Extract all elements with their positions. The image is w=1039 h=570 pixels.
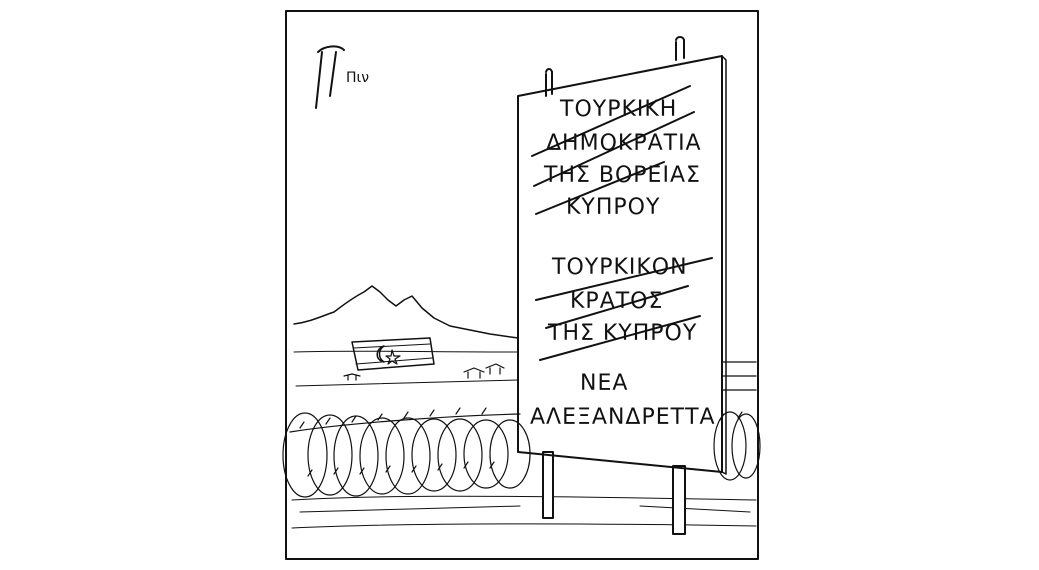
sign-line-3-2: ΑΛΕΞΑΝΔΡΕΤΤΑ xyxy=(530,405,716,430)
panel-frame xyxy=(285,10,759,560)
sign-block-3: ΝΕΑ ΑΛΕΞΑΝΔΡΕΤΤΑ xyxy=(530,371,716,430)
sign-line-2-2: ΚΡΑΤΟΣ xyxy=(570,289,663,314)
sign-line-3-1: ΝΕΑ xyxy=(580,371,628,396)
ground xyxy=(291,495,757,529)
sign-board xyxy=(517,55,727,475)
strike-lines-block-2 xyxy=(535,257,713,361)
mountains xyxy=(293,285,519,339)
strike-lines-block-1 xyxy=(531,85,695,215)
sign-line-1-2: ΔΗΜΟΚΡΑΤΙΑ xyxy=(546,131,702,156)
sign-line-2-3: ΤΗΣ ΚΥΠΡΟΥ xyxy=(547,321,697,346)
sign-line-1-3: ΤΗΣ ΒΟΡΕΙΑΣ xyxy=(543,163,701,188)
small-structures xyxy=(295,363,519,387)
hillside-flag xyxy=(351,337,435,371)
signature-text: Πιν xyxy=(346,70,369,86)
sign-posts xyxy=(542,36,686,535)
signature-mark: Πιν xyxy=(315,45,369,109)
sign-block-2: ΤΟΥΡΚΙΚΟΝ ΚΡΑΤΟΣ ΤΗΣ ΚΥΠΡΟΥ xyxy=(547,255,697,346)
sign-line-1-4: ΚΥΠΡΟΥ xyxy=(566,195,660,220)
sign-line-2-1: ΤΟΥΡΚΙΚΟΝ xyxy=(551,255,688,280)
barbed-wire-right xyxy=(713,361,761,481)
barbed-wire-left xyxy=(282,407,531,498)
